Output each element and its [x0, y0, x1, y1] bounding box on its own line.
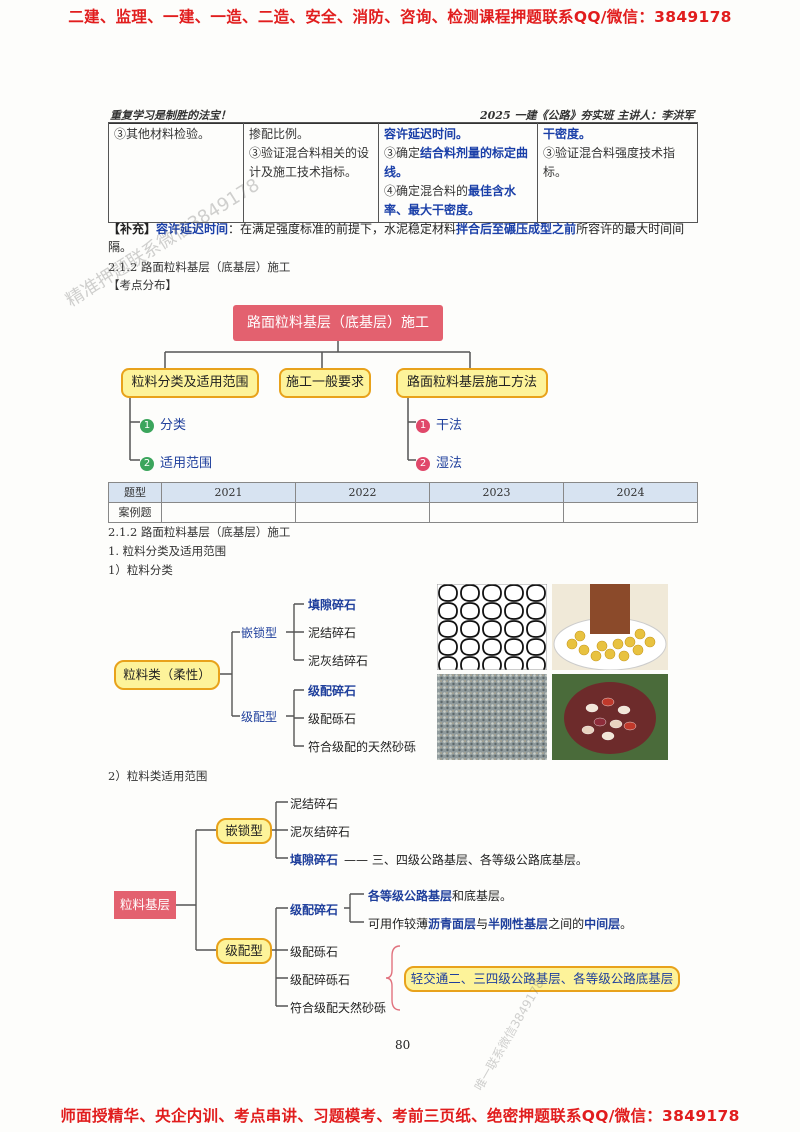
- bottom-banner: 师面授精华、央企内训、考点串讲、习题模考、考前三页纸、绝密押题联系QQ/微信：3…: [60, 1107, 740, 1125]
- table-header: 2023: [429, 482, 564, 503]
- gravel-image: [437, 674, 547, 760]
- list-item: 填隙碎石: [290, 853, 339, 867]
- list-item: 级配碎石: [308, 684, 357, 698]
- scope-connectors: [176, 801, 401, 1011]
- scope-bracket-note: 轻交通二、三四级公路基层、各等级公路底基层: [404, 966, 680, 992]
- list-item: 级配碎石: [290, 903, 339, 917]
- subsection-scope: 2）粒料类适用范围: [108, 769, 208, 783]
- list-item: 级配砾石: [290, 945, 339, 959]
- classify-connectors: [218, 603, 304, 747]
- number-2-badge: 2: [140, 457, 154, 471]
- header-right: 2025 一建《公路》夯实班 主讲人：李洪军: [480, 109, 695, 122]
- table-cell: ③其他材料检验。: [108, 122, 244, 223]
- branch-construction-methods: 路面粒料基层施工方法: [396, 368, 548, 398]
- subsection-classify: 1）粒料分类: [108, 563, 173, 577]
- list-item: 泥结碎石: [308, 626, 357, 640]
- top-banner: 二建、监理、一建、一造、二造、安全、消防、咨询、检测课程押题联系QQ/微信：38…: [68, 8, 732, 26]
- list-item: 级配碎砾石: [290, 973, 351, 987]
- scope-graded-note-b: 可用作较薄沥青面层与半刚性基层之间的中间层。: [368, 917, 633, 931]
- list-item: 泥结碎石: [290, 797, 339, 811]
- mindmap-title: 路面粒料基层（底基层）施工: [233, 305, 443, 341]
- branch-classification: 粒料分类及适用范围: [121, 368, 259, 398]
- mindmap-connectors: [129, 341, 471, 461]
- kaodian-label: 【考点分布】: [108, 278, 177, 292]
- list-item: 级配砾石: [308, 712, 357, 726]
- interlock-pattern-image: [437, 584, 547, 670]
- beans-image: [552, 674, 668, 760]
- scope-graded: 级配型: [216, 938, 272, 964]
- branch-general-requirements: 施工一般要求: [279, 368, 371, 398]
- scope-interlock-note: —— 三、四级公路基层、各等级公路底基层。: [344, 853, 588, 867]
- scope-graded-note-a: 各等级公路基层和底基层。: [368, 889, 513, 903]
- number-1-badge: 1: [140, 419, 154, 433]
- supplement-note: 【补充】容许延迟时间：在满足强度标准的前提下，水泥稳定材料拌合后至碾压成型之前所…: [108, 222, 685, 254]
- subsection-title: 1. 粒料分类及适用范围: [108, 544, 227, 558]
- scope-root: 粒料基层: [114, 891, 176, 919]
- corn-press-image: [552, 584, 668, 670]
- classify-interlock: 嵌锁型: [241, 626, 278, 640]
- list-item: 填隙碎石: [308, 598, 357, 612]
- exam-year-table: 题型 2021 2022 2023 2024 案例题: [108, 482, 698, 523]
- table-cell: 容许延迟时间。 ③确定结合料剂量的标定曲线。 ④确定混合料的最佳含水率、最大干密…: [378, 122, 538, 223]
- section-title-2: 2.1.2 路面粒料基层（底基层）施工: [108, 525, 291, 539]
- page-number: 80: [395, 1038, 411, 1052]
- list-item: 符合级配天然砂砾: [290, 1001, 387, 1015]
- number-2-badge: 2: [416, 457, 430, 471]
- table-cell: 掺配比例。 ③验证混合料相关的设计及施工技术指标。: [243, 122, 379, 223]
- number-1-badge: 1: [416, 419, 430, 433]
- list-item: 泥灰结碎石: [290, 825, 351, 839]
- list-item: 泥灰结碎石: [308, 654, 369, 668]
- table-cell: 案例题: [108, 502, 162, 523]
- list-item: 符合级配的天然砂砾: [308, 740, 417, 754]
- classify-graded: 级配型: [241, 710, 278, 724]
- top-table: ③其他材料检验。 掺配比例。 ③验证混合料相关的设计及施工技术指标。 容许延迟时…: [108, 122, 698, 223]
- header-left: 重复学习是制胜的法宝！: [110, 109, 231, 122]
- table-cell: 干密度。 ③验证混合料强度技术指标。: [537, 122, 698, 223]
- table-cell: [563, 502, 698, 523]
- scope-interlock: 嵌锁型: [216, 818, 272, 844]
- classify-root: 粒料类（柔性）: [114, 660, 220, 690]
- table-header: 2021: [161, 482, 296, 503]
- section-title: 2.1.2 路面粒料基层（底基层）施工: [108, 260, 291, 274]
